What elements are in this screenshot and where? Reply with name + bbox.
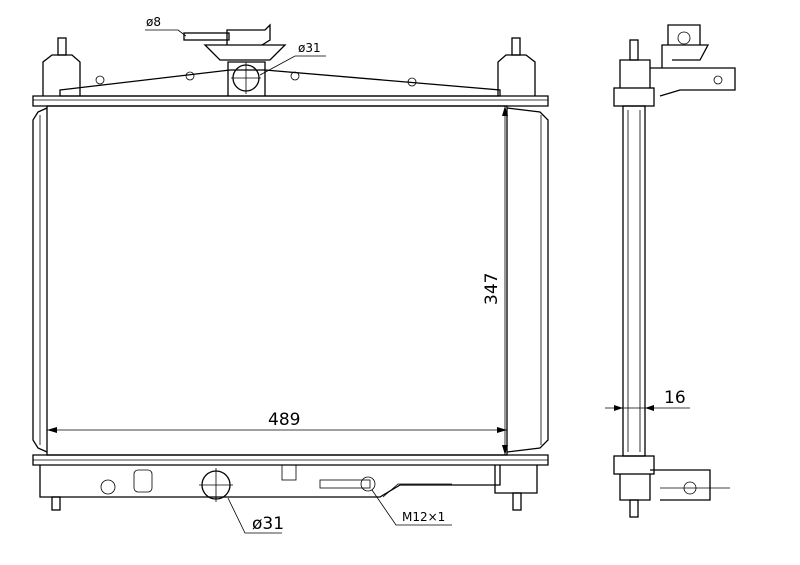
- top-tank-header: [32, 95, 549, 107]
- bottom-clip: [281, 464, 297, 481]
- drain-plug-dim: M12×1: [402, 510, 445, 524]
- left-bottom-pin: [51, 496, 61, 511]
- side-bottom-bracket: [619, 474, 651, 501]
- drain-plug: [319, 479, 371, 489]
- radiator-cap: [226, 23, 271, 46]
- depth-dim: 16: [664, 388, 686, 408]
- right-top-bracket: [497, 54, 536, 96]
- side-bottom-outlet: [650, 469, 711, 501]
- bottom-outlet-dim: ø31: [252, 514, 284, 534]
- right-bottom-bracket: [494, 465, 538, 494]
- side-top-bracket: [619, 59, 651, 88]
- top-inlet-dim: ø31: [298, 41, 321, 55]
- bottom-tank: [39, 465, 501, 498]
- front-view: ø8 ø31 ø31 M12×1 489 347: [32, 15, 549, 534]
- radiator-cap-skirt: [203, 44, 287, 61]
- top-tank: [59, 69, 501, 97]
- bottom-tank-header: [32, 454, 549, 466]
- radiator-core: [46, 105, 508, 456]
- side-view: 16: [605, 24, 736, 518]
- right-side-plate: [506, 107, 549, 453]
- height-dim: 347: [482, 273, 502, 305]
- side-core: [622, 105, 646, 457]
- sensor-port: [100, 479, 116, 495]
- side-bottom-tank: [613, 455, 655, 475]
- fan-switch-port: [133, 469, 153, 493]
- filler-neck: [227, 61, 266, 96]
- side-cap: [661, 44, 710, 68]
- left-side-plate: [32, 107, 48, 453]
- side-top-tank: [613, 87, 655, 107]
- overflow-pipe: [183, 32, 230, 41]
- width-dim: 489: [268, 410, 300, 430]
- side-top-inlet: [650, 67, 736, 97]
- overflow-pipe-dim: ø8: [146, 15, 161, 29]
